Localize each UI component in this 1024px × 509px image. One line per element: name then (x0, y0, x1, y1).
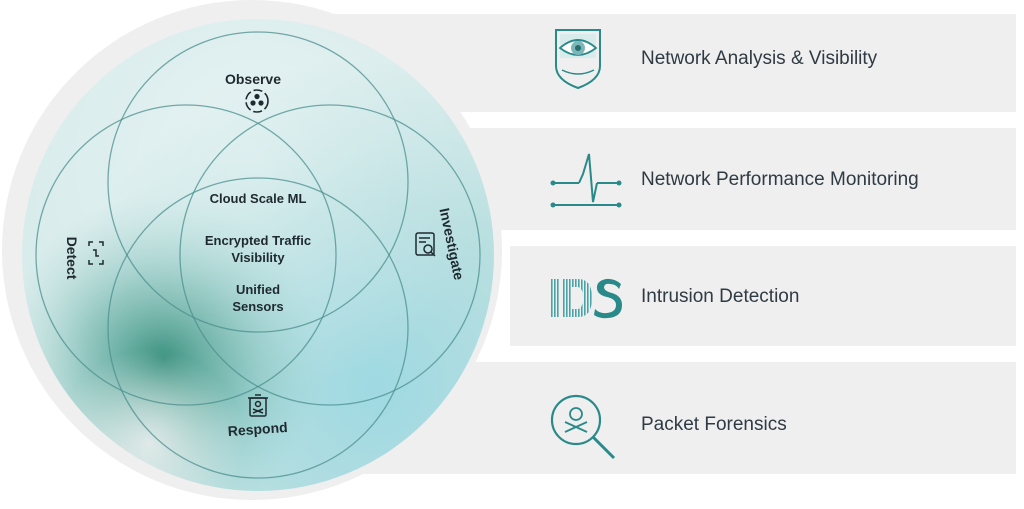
investigate-circle (179, 104, 481, 406)
respond-circle (107, 177, 409, 479)
detect-label: Detect (64, 237, 80, 280)
eye-shield-icon (555, 29, 601, 90)
center-sensors: Sensors (232, 299, 283, 314)
center-cloud-scale-ml: Cloud Scale ML (210, 191, 307, 206)
observe-circle (107, 31, 409, 333)
main-circle-highlight (22, 19, 494, 491)
feature-label-network-analysis: Network Analysis & Visibility (641, 48, 878, 69)
detect-icon (88, 241, 104, 265)
feature-band-intrusion-detection (510, 246, 1016, 346)
respond-label: Respond (227, 419, 288, 439)
magnifier-crossbones-icon (550, 394, 616, 460)
observe-icon (245, 89, 269, 113)
venn-diagram: Observe Investigate Detect Respond Cloud… (22, 19, 494, 491)
feature-band-performance-monitoring (466, 128, 1016, 230)
investigate-icon (415, 232, 436, 257)
respond-icon (248, 394, 268, 417)
feature-label-packet-forensics: Packet Forensics (641, 414, 787, 435)
center-encrypted-traffic: Encrypted Traffic (205, 233, 311, 248)
observe-label: Observe (225, 71, 281, 87)
feature-label-performance-monitoring: Network Performance Monitoring (641, 169, 919, 190)
detect-circle (35, 104, 337, 406)
ids-icon (550, 278, 622, 319)
pulse-line-icon (550, 153, 622, 208)
feature-label-intrusion-detection: Intrusion Detection (641, 286, 800, 307)
center-visibility: Visibility (231, 250, 285, 265)
center-unified: Unified (236, 282, 280, 297)
